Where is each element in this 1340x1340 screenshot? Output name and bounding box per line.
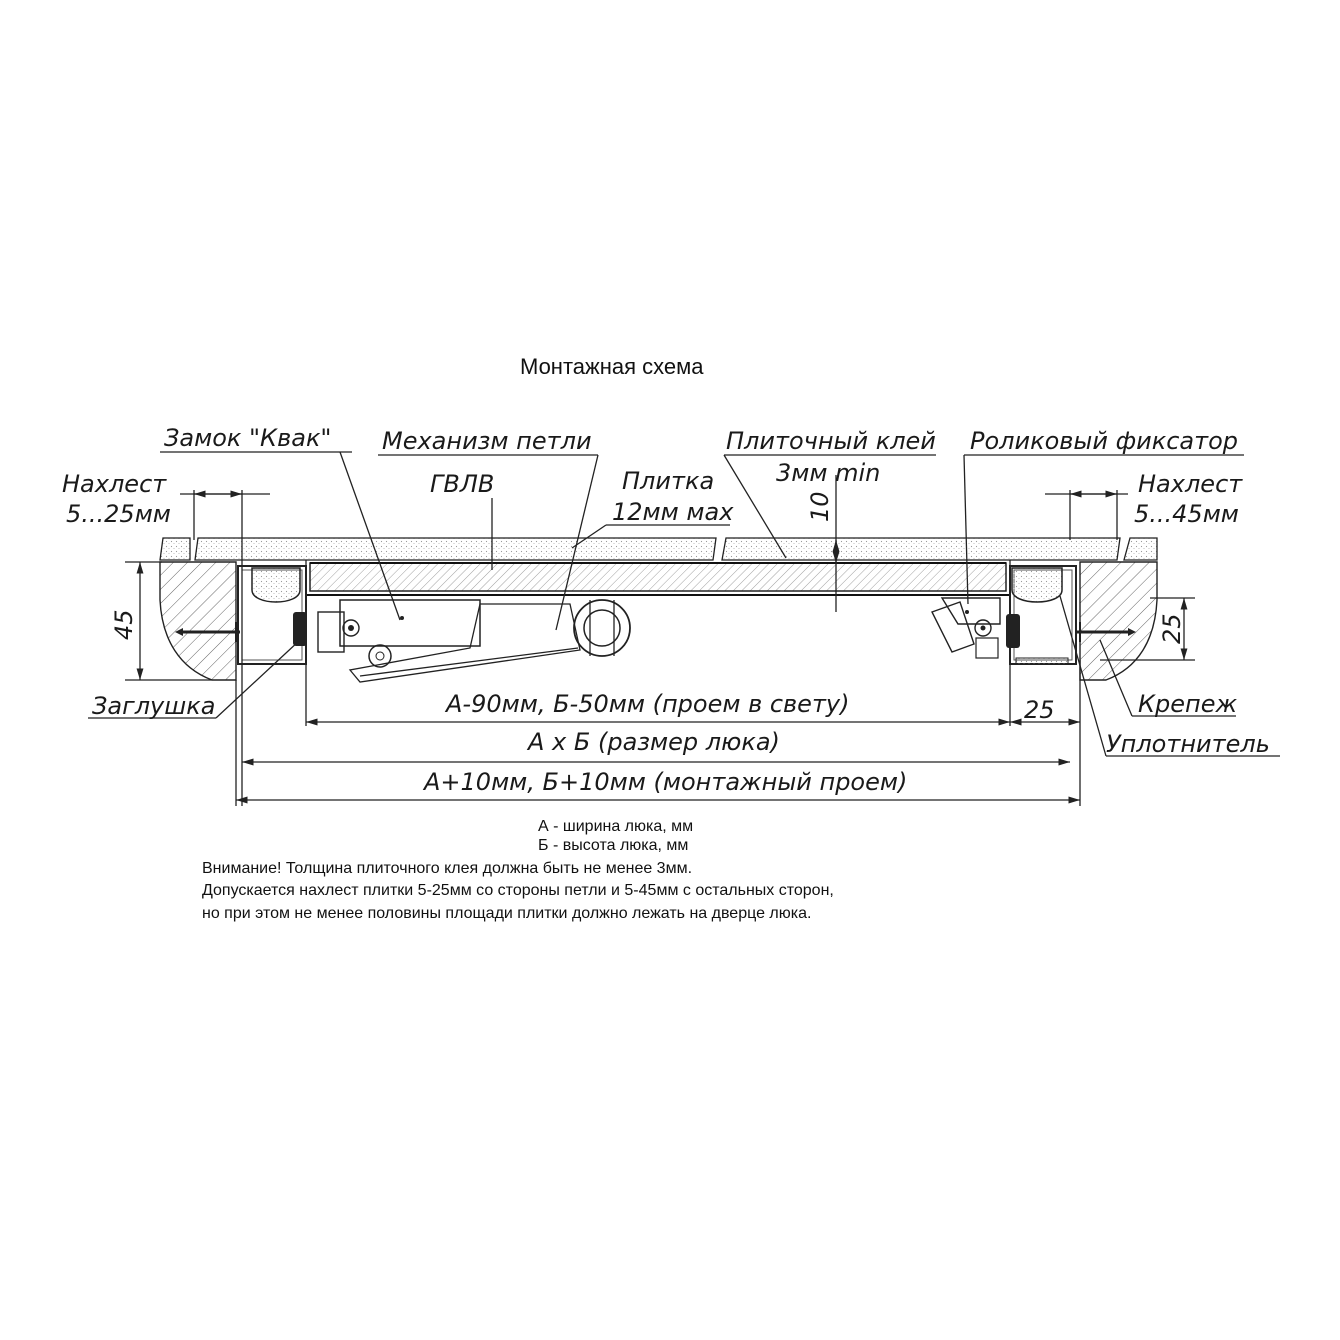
note-line-1: Внимание! Толщина плиточного клея должна… bbox=[202, 860, 692, 877]
note-line-2-v1: 5-25 bbox=[418, 882, 450, 899]
dimension-lines bbox=[125, 490, 1195, 804]
label-tile-2: 12мм мах bbox=[612, 498, 734, 526]
note-line-2-post: мм с остальных сторон, bbox=[656, 882, 833, 899]
note-line-2-v2: 5-45 bbox=[624, 882, 656, 899]
left-wall bbox=[159, 561, 237, 681]
door-panel bbox=[305, 560, 1011, 596]
roller-fixator bbox=[931, 597, 1001, 659]
dim-mount-opening: А+10мм, Б+10мм (монтажный проем) bbox=[422, 768, 907, 796]
label-gvlv: ГВЛВ bbox=[430, 470, 494, 498]
label-overlap-left-1: Нахлест bbox=[62, 470, 167, 498]
dim-45: 45 bbox=[110, 609, 138, 640]
dim-10: 10 bbox=[806, 491, 834, 522]
extension-lines bbox=[193, 475, 1118, 806]
label-overlap-left-2: 5...25мм bbox=[66, 500, 171, 528]
label-seal: Уплотнитель bbox=[1106, 730, 1270, 758]
tile-layer bbox=[159, 537, 1158, 561]
dim-clear-opening: А-90мм, Б-50мм (проем в свету) bbox=[444, 690, 850, 718]
dim-hatch-size: А х Б (размер люка) bbox=[526, 728, 780, 756]
label-hinge: Механизм петли bbox=[382, 427, 592, 455]
legend-a: А - ширина люка, мм bbox=[538, 818, 693, 835]
left-frame bbox=[175, 565, 307, 665]
note-line-2-pre: Допускается нахлест плитки bbox=[202, 882, 418, 899]
hinge-mechanism bbox=[317, 599, 631, 683]
right-wall bbox=[1079, 561, 1158, 681]
note-line-2: Допускается нахлест плитки 5-25мм со сто… bbox=[202, 882, 834, 899]
label-lock: Замок "Квак" bbox=[164, 424, 331, 452]
label-plug: Заглушка bbox=[92, 692, 215, 720]
diagram-title: Монтажная схема bbox=[520, 354, 704, 379]
dim-25-vertical: 25 bbox=[1158, 613, 1186, 644]
label-fastener: Крепеж bbox=[1138, 690, 1237, 718]
legend-b: Б - высота люка, мм bbox=[538, 837, 688, 854]
leader-lines bbox=[88, 451, 1280, 757]
label-roller: Роликовый фиксатор bbox=[970, 427, 1238, 455]
dim-25-horizontal: 25 bbox=[1024, 696, 1055, 724]
note-line-2-mid: мм со стороны петли и bbox=[450, 882, 625, 899]
label-overlap-right-1: Нахлест bbox=[1138, 470, 1243, 498]
label-adhesive-1: Плиточный клей bbox=[726, 427, 936, 455]
label-adhesive-2: 3мм min bbox=[776, 459, 880, 487]
note-line-3: но при этом не менее половины площади пл… bbox=[202, 905, 811, 922]
label-overlap-right-2: 5...45мм bbox=[1134, 500, 1239, 528]
right-frame bbox=[1006, 565, 1136, 665]
label-tile-1: Плитка bbox=[622, 467, 714, 495]
